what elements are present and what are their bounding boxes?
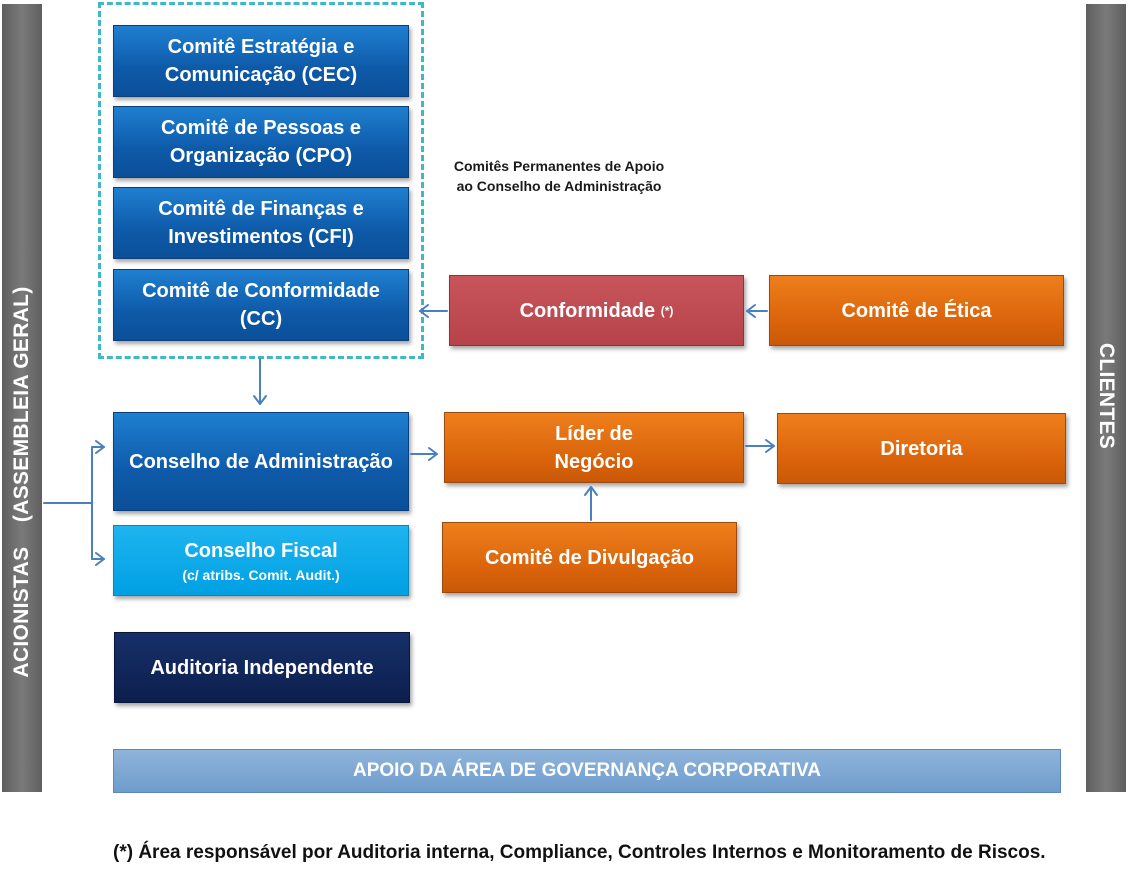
committee-cfi-line1: Comitê de Finanças e bbox=[158, 198, 364, 220]
footnote: (*) Área responsável por Auditoria inter… bbox=[113, 842, 1046, 863]
committee-cec-line2: Comunicação (CEC) bbox=[164, 64, 358, 86]
committee-cec-line1: Comitê Estratégia e bbox=[167, 36, 355, 58]
disclosure-committee-label: Comitê de Divulgação bbox=[485, 546, 694, 569]
fiscal-council-label: Conselho Fiscal bbox=[184, 539, 338, 562]
independent-audit-box[interactable]: Auditoria Independente bbox=[114, 632, 410, 703]
conformidade-label: Conformidade bbox=[519, 299, 656, 322]
permanent-committees-group bbox=[98, 2, 424, 359]
shareholders-to-fiscal-connector bbox=[91, 502, 105, 560]
board-of-directors-label: Conselho de Administração bbox=[129, 450, 393, 473]
clients-bar: CLIENTES bbox=[1086, 4, 1126, 792]
committee-cc-line1: Comitê de Conformidade bbox=[142, 280, 380, 302]
committee-cpo-line1: Comitê de Pessoas e bbox=[160, 117, 362, 139]
conformidade-box[interactable]: Conformidade (*) bbox=[449, 275, 744, 346]
board-of-directors-box[interactable]: Conselho de Administração bbox=[113, 412, 409, 511]
committees-note-line1: Comitês Permanentes de Apoio bbox=[453, 158, 665, 174]
committee-cc-line2: (CC) bbox=[239, 308, 283, 330]
conformidade-to-cc-arrowhead bbox=[419, 304, 429, 318]
executive-board-box[interactable]: Diretoria bbox=[777, 413, 1066, 484]
committee-cpo-line2: Organização (CPO) bbox=[169, 145, 353, 167]
ethics-to-conformidade-arrowhead bbox=[746, 304, 756, 318]
corporate-governance-support-label: APOIO DA ÁREA DE GOVERNANÇA CORPORATIVA bbox=[353, 760, 821, 781]
fiscal-council-sublabel: (c/ atribs. Comit. Audit.) bbox=[182, 566, 340, 583]
committee-cfi[interactable]: Comitê de Finanças e Investimentos (CFI) bbox=[113, 187, 409, 259]
committee-cfi-line2: Investimentos (CFI) bbox=[168, 226, 354, 248]
disclosure-to-leader-arrowhead bbox=[584, 486, 598, 496]
board-to-leader-arrowhead bbox=[428, 447, 438, 461]
conformidade-footnote-mark: (*) bbox=[660, 303, 674, 318]
committee-cc[interactable]: Comitê de Conformidade (CC) bbox=[113, 269, 409, 341]
corporate-governance-support-bar: APOIO DA ÁREA DE GOVERNANÇA CORPORATIVA bbox=[113, 749, 1061, 793]
business-leader-line1: Líder de bbox=[555, 422, 633, 445]
committee-cpo[interactable]: Comitê de Pessoas e Organização (CPO) bbox=[113, 106, 409, 178]
business-leader-box[interactable]: Líder de Negócio bbox=[444, 412, 744, 483]
shareholders-to-board-connector bbox=[43, 446, 105, 504]
board-arrowhead bbox=[95, 440, 105, 454]
committees-to-board-arrowhead bbox=[253, 395, 267, 405]
committee-cec[interactable]: Comitê Estratégia e Comunicação (CEC) bbox=[113, 25, 409, 97]
shareholders-bar: ACIONISTAS (ASSEMBLEIA GERAL) bbox=[2, 4, 42, 792]
business-leader-line2: Negócio bbox=[554, 450, 634, 473]
fiscal-council-box[interactable]: Conselho Fiscal (c/ atribs. Comit. Audit… bbox=[113, 525, 409, 596]
ethics-committee-box[interactable]: Comitê de Ética bbox=[769, 275, 1064, 346]
fiscal-arrowhead bbox=[95, 552, 105, 566]
executive-board-label: Diretoria bbox=[880, 437, 963, 460]
disclosure-committee-box[interactable]: Comitê de Divulgação bbox=[442, 522, 737, 593]
committees-note-line2: ao Conselho de Administração bbox=[456, 178, 662, 194]
ethics-committee-label: Comitê de Ética bbox=[841, 299, 992, 322]
independent-audit-label: Auditoria Independente bbox=[150, 656, 374, 679]
leader-to-executive-arrowhead bbox=[765, 439, 775, 453]
committees-note: Comitês Permanentes de Apoio ao Conselho… bbox=[436, 156, 682, 196]
